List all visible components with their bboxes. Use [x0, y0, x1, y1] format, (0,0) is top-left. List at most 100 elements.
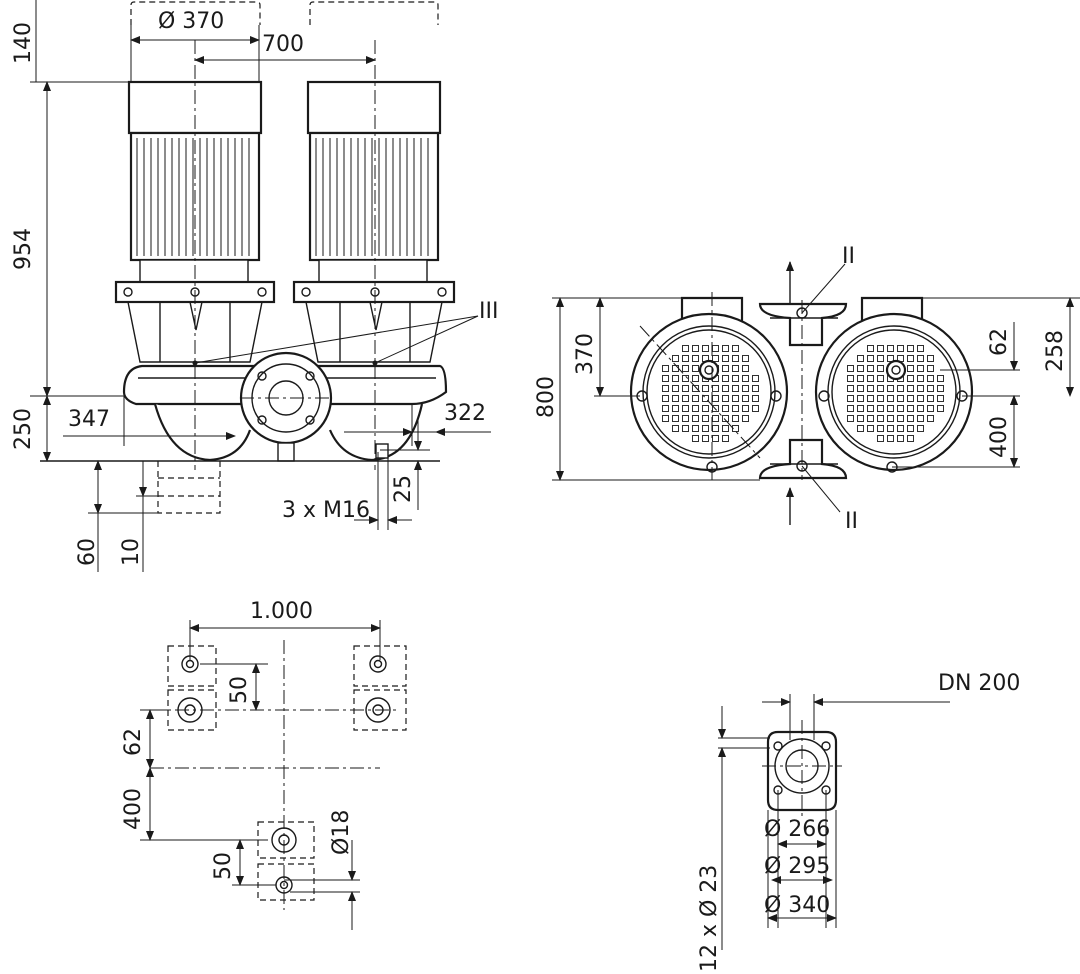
front-motor-height-label: 954 — [11, 228, 36, 270]
grid-cell — [672, 405, 679, 412]
grid-cell — [887, 435, 894, 442]
left-pump-top — [629, 312, 789, 473]
grid-cell — [877, 375, 884, 382]
grid-cell — [847, 385, 854, 392]
grid-cell — [937, 385, 944, 392]
grid-cell — [867, 405, 874, 412]
grid-cell — [682, 365, 689, 372]
grid-cell — [857, 355, 864, 362]
grid-cell — [742, 365, 749, 372]
grid-cell — [857, 405, 864, 412]
grid-cell — [927, 355, 934, 362]
grid-cell — [732, 425, 739, 432]
grid-cell — [877, 425, 884, 432]
grid-cell — [907, 345, 914, 352]
grid-cell — [722, 355, 729, 362]
grid-cell — [887, 425, 894, 432]
grid-cell — [702, 405, 709, 412]
grid-cell — [722, 395, 729, 402]
grid-cell — [857, 385, 864, 392]
grid-cell — [742, 355, 749, 362]
grid-cell — [917, 355, 924, 362]
grid-cell — [722, 345, 729, 352]
grid-cell — [897, 405, 904, 412]
grid-cell — [732, 375, 739, 382]
grid-cell — [732, 345, 739, 352]
grid-cell — [847, 405, 854, 412]
grid-cell — [887, 405, 894, 412]
grid-cell — [917, 405, 924, 412]
front-top-clearance-label: 140 — [11, 22, 36, 64]
front-bolt-thread-label: 3 x M16 — [282, 498, 370, 523]
grid-cell — [692, 385, 699, 392]
grid-cell — [887, 385, 894, 392]
front-base-height-label: 250 — [11, 408, 36, 450]
grid-cell — [877, 345, 884, 352]
grid-cell — [847, 415, 854, 422]
grid-cell — [722, 435, 729, 442]
grid-cell — [877, 405, 884, 412]
grid-cell — [712, 355, 719, 362]
flange-holes-label: 12 x Ø 23 — [697, 865, 722, 972]
grid-cell — [722, 365, 729, 372]
grid-cell — [662, 365, 669, 372]
plan-width-label: 1.000 — [250, 599, 313, 624]
grid-cell — [662, 375, 669, 382]
grid-cell — [877, 415, 884, 422]
top-dim-370-label: 370 — [573, 333, 598, 375]
grid-cell — [847, 365, 854, 372]
grid-cell — [732, 355, 739, 362]
callout-ii-top: II — [842, 244, 855, 269]
grid-cell — [662, 385, 669, 392]
grid-cell — [937, 395, 944, 402]
grid-cell — [692, 435, 699, 442]
grid-cell — [672, 415, 679, 422]
grid-cell — [877, 365, 884, 372]
grid-cell — [927, 365, 934, 372]
grid-cell — [927, 395, 934, 402]
grid-cell — [682, 345, 689, 352]
grid-cell — [907, 405, 914, 412]
grid-cell — [917, 365, 924, 372]
grid-cell — [682, 395, 689, 402]
front-offset-left-label: 347 — [68, 407, 110, 432]
grid-cell — [672, 395, 679, 402]
grid-cell — [712, 435, 719, 442]
grid-cell — [722, 385, 729, 392]
grid-cell — [907, 425, 914, 432]
grid-cell — [742, 395, 749, 402]
plan-50-top-label: 50 — [227, 676, 252, 704]
grid-cell — [877, 435, 884, 442]
grid-cell — [722, 415, 729, 422]
grid-cell — [897, 435, 904, 442]
grid-cell — [847, 395, 854, 402]
grid-cell — [857, 415, 864, 422]
grid-cell — [877, 385, 884, 392]
grid-cell — [897, 415, 904, 422]
grid-cell — [682, 355, 689, 362]
front-foot-10-label: 10 — [119, 538, 144, 566]
top-view: II II 800 370 62 400 258 — [534, 244, 1080, 534]
grid-cell — [897, 345, 904, 352]
grid-cell — [692, 375, 699, 382]
grid-cell — [917, 375, 924, 382]
grid-cell — [897, 385, 904, 392]
flange-dia-295-label: Ø 295 — [764, 854, 830, 879]
grid-cell — [917, 415, 924, 422]
grid-cell — [742, 405, 749, 412]
grid-cell — [702, 435, 709, 442]
grid-cell — [682, 425, 689, 432]
front-foot-60-label: 60 — [75, 538, 100, 566]
grid-cell — [732, 405, 739, 412]
grid-cell — [887, 415, 894, 422]
grid-cell — [722, 405, 729, 412]
grid-cell — [917, 395, 924, 402]
front-bolt-25-label: 25 — [391, 475, 416, 503]
grid-cell — [672, 385, 679, 392]
grid-cell — [712, 405, 719, 412]
grid-cell — [662, 405, 669, 412]
top-dim-62-label: 62 — [987, 328, 1012, 356]
grid-cell — [907, 365, 914, 372]
grid-cell — [927, 375, 934, 382]
